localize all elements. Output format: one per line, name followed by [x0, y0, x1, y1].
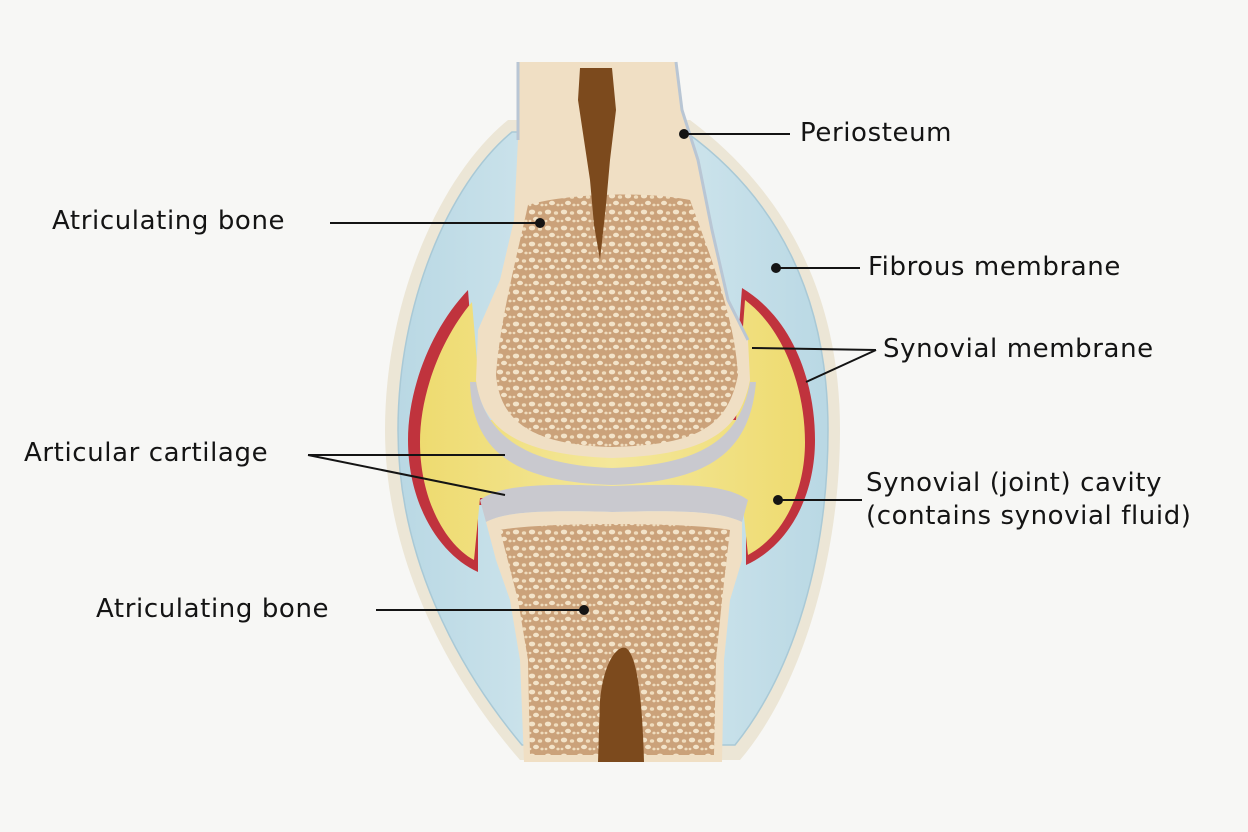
periosteum-edge — [674, 61, 750, 341]
periosteum-label: Periosteum — [800, 118, 953, 148]
fibrous-membrane-label: Fibrous membrane — [868, 252, 1121, 282]
lower-bone-label: Atriculating bone — [96, 594, 330, 624]
fibrous-membrane-dot — [771, 263, 781, 273]
lower-bone-dot — [579, 605, 589, 615]
lower-marrow-cavity — [598, 647, 644, 762]
leader-lines — [307, 129, 877, 615]
lower-spongy-bone — [500, 524, 730, 755]
articular-cartilage-leader-b — [307, 454, 506, 496]
periosteum-dot — [679, 129, 689, 139]
upper-bone-label: Atriculating bone — [52, 206, 286, 236]
upper-articular-cartilage — [470, 382, 756, 485]
articular-cartilage-label: Articular cartilage — [24, 438, 269, 468]
synovial-cavity-label-line1: Synovial (joint) cavity — [866, 468, 1163, 498]
lower-articular-cartilage — [480, 484, 748, 522]
synovial-membrane-leader-b — [805, 349, 877, 383]
upper-marrow-cavity — [578, 68, 616, 260]
synovial-membrane-leader-a — [751, 347, 877, 351]
upper-spongy-bone — [496, 194, 738, 447]
synovial-cavity-label-line2: (contains synovial fluid) — [866, 501, 1192, 531]
synovial-membrane-label: Synovial membrane — [883, 334, 1154, 364]
upper-bone-dot — [535, 218, 545, 228]
synovial-cavity-dot — [773, 495, 783, 505]
